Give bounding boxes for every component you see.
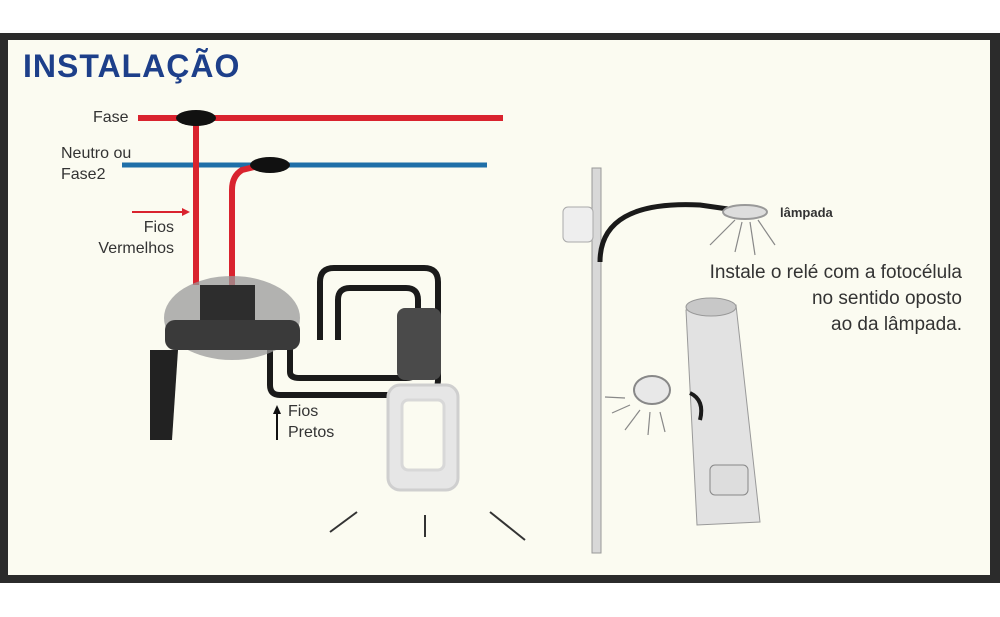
- relay-on-thick-pole: [709, 464, 749, 496]
- small-lamp: [633, 375, 671, 405]
- instruction-line3: ao da lâmpada.: [831, 314, 962, 335]
- label-fios-vermelhos-line1: Fios: [143, 219, 174, 236]
- lamp-socket: [397, 308, 441, 380]
- label-lampada: lâmpada: [780, 205, 833, 220]
- relay-on-pole: [562, 206, 594, 243]
- label-neutro-line2: Fase2: [61, 166, 106, 183]
- relay-bracket: [150, 350, 178, 440]
- page-title: INSTALAÇÃO: [23, 48, 241, 84]
- label-fios-pretos-line1: Fios: [288, 403, 319, 420]
- red-wire-2: [229, 162, 263, 285]
- label-fios-pretos-line2: Pretos: [288, 424, 335, 441]
- instruction-text: Instale o relé com a fotocélula no senti…: [710, 260, 962, 338]
- street-lamp-head: [722, 204, 768, 220]
- label-fios-vermelhos: Fios Vermelhos: [78, 217, 174, 259]
- label-fios-pretos: Fios Pretos: [288, 401, 334, 443]
- instruction-line1: Instale o relé com a fotocélula: [709, 262, 962, 283]
- connector-phase: [176, 110, 216, 126]
- instruction-line2: no sentido oposto: [811, 288, 962, 309]
- label-neutro: Neutro ou Fase2: [61, 143, 131, 185]
- label-fios-vermelhos-line2: Vermelhos: [98, 240, 174, 257]
- thin-pole: [591, 167, 602, 554]
- label-fase: Fase: [93, 109, 129, 126]
- lamp-arm: [597, 202, 736, 263]
- connector-neutral: [250, 157, 290, 173]
- arrow-up-icon: [273, 405, 281, 414]
- arrow-icon: [182, 208, 190, 216]
- label-neutro-line1: Neutro ou: [61, 145, 132, 162]
